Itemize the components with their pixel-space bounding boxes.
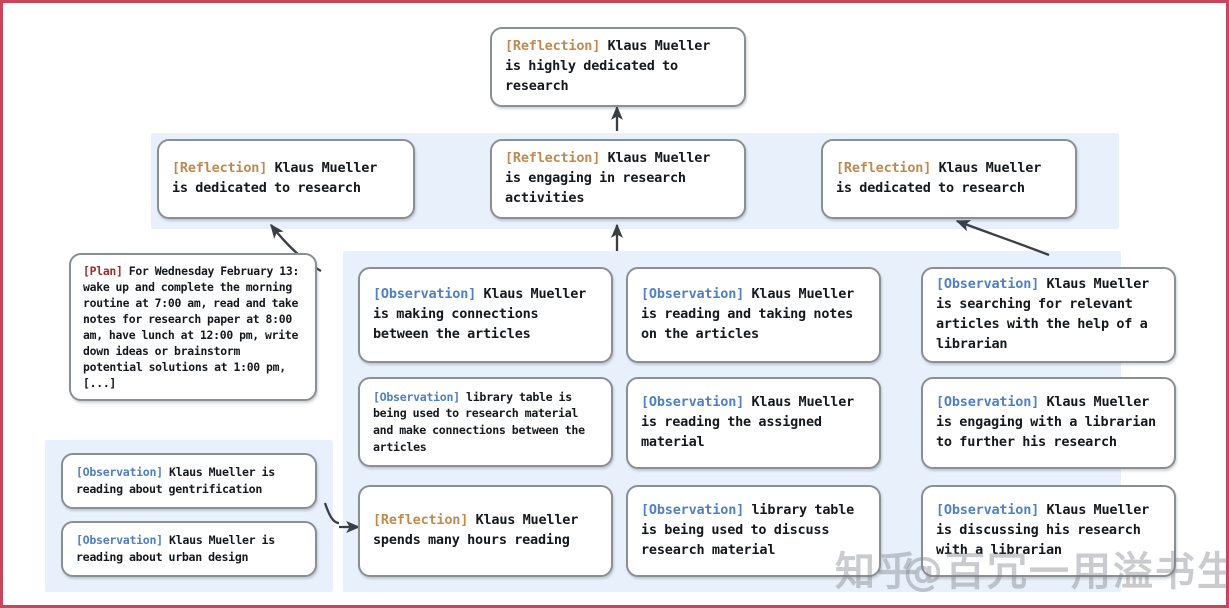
node-plan-text: [Plan] For Wednesday February 13: wake u… (71, 263, 315, 392)
node-mid-center-text: [Reflection] Klaus Mueller is engaging i… (492, 149, 744, 209)
node-col4-searching-articles[interactable]: [Observation] Klaus Mueller is searching… (921, 267, 1176, 363)
node-col2-b-body: library table is being used to research … (373, 389, 585, 454)
node-obs-gentrification-body: Klaus Mueller is reading about gentrific… (76, 465, 275, 496)
tag-reflection: [Reflection] (172, 160, 268, 177)
node-root-body: Klaus Mueller is highly dedicated to res… (505, 38, 711, 94)
node-col4-engaging-librarian[interactable]: [Observation] Klaus Mueller is engaging … (921, 377, 1176, 469)
node-obs-urban-design-text: [Observation] Klaus Mueller is reading a… (63, 532, 315, 565)
node-obs-urban-design[interactable]: [Observation] Klaus Mueller is reading a… (61, 521, 317, 577)
node-col3-b-text: [Observation] Klaus Mueller is reading t… (628, 393, 879, 453)
node-col2-c-text: [Reflection] Klaus Mueller spends many h… (360, 511, 611, 551)
tag-observation: [Observation] (641, 286, 745, 303)
node-mid-left-body: Klaus Mueller is dedicated to research (172, 160, 378, 196)
node-col4-c-text: [Observation] Klaus Mueller is discussin… (923, 501, 1174, 561)
tag-observation: [Observation] (936, 276, 1040, 293)
node-root-text: [Reflection] Klaus Mueller is highly ded… (492, 37, 744, 97)
tag-observation: [Observation] (76, 533, 163, 548)
tag-observation: [Observation] (641, 394, 745, 411)
node-mid-right-text: [Reflection] Klaus Mueller is dedicated … (823, 159, 1075, 199)
node-col4-a-body: Klaus Mueller is searching for relevant … (936, 276, 1150, 352)
tag-reflection: [Reflection] (373, 512, 469, 529)
node-col4-b-text: [Observation] Klaus Mueller is engaging … (923, 393, 1174, 453)
node-mid-left-reflection[interactable]: [Reflection] Klaus Mueller is dedicated … (157, 139, 415, 219)
node-col3-assigned-material[interactable]: [Observation] Klaus Mueller is reading t… (626, 377, 881, 469)
node-col3-b-body: Klaus Mueller is reading the assigned ma… (641, 394, 855, 450)
tag-observation: [Observation] (373, 286, 477, 303)
tag-reflection: [Reflection] (836, 160, 932, 177)
node-col3-a-body: Klaus Mueller is reading and taking note… (641, 286, 855, 342)
node-col4-b-body: Klaus Mueller is engaging with a librari… (936, 394, 1156, 450)
node-col2-spends-many-hours[interactable]: [Reflection] Klaus Mueller spends many h… (358, 485, 613, 577)
node-col4-a-text: [Observation] Klaus Mueller is searching… (923, 275, 1174, 354)
node-mid-center-body: Klaus Mueller is engaging in research ac… (505, 150, 711, 206)
node-mid-right-reflection[interactable]: [Reflection] Klaus Mueller is dedicated … (821, 139, 1077, 219)
node-col3-discuss-research-material[interactable]: [Observation] library table is being use… (626, 485, 881, 577)
tag-reflection: [Reflection] (505, 150, 601, 167)
node-plan[interactable]: [Plan] For Wednesday February 13: wake u… (69, 253, 317, 401)
node-col2-making-connections[interactable]: [Observation] Klaus Mueller is making co… (358, 267, 613, 363)
tag-observation: [Observation] (936, 394, 1040, 411)
node-plan-body: For Wednesday February 13: wake up and c… (83, 263, 300, 391)
node-obs-urban-design-body: Klaus Mueller is reading about urban des… (76, 533, 275, 564)
node-col2-c-body: Klaus Mueller spends many hours reading (373, 512, 579, 548)
tag-observation: [Observation] (373, 389, 460, 404)
node-mid-left-text: [Reflection] Klaus Mueller is dedicated … (159, 159, 413, 199)
node-col2-b-text: [Observation] library table is being use… (360, 389, 611, 455)
node-col2-a-body: Klaus Mueller is making connections betw… (373, 286, 587, 342)
node-root-reflection[interactable]: [Reflection] Klaus Mueller is highly ded… (490, 27, 746, 107)
node-col4-discussing-research[interactable]: [Observation] Klaus Mueller is discussin… (921, 485, 1176, 577)
node-col3-c-text: [Observation] library table is being use… (628, 501, 879, 561)
node-col2-a-text: [Observation] Klaus Mueller is making co… (360, 285, 611, 345)
tag-observation: [Observation] (936, 502, 1040, 519)
node-obs-gentrification-text: [Observation] Klaus Mueller is reading a… (63, 464, 315, 497)
node-col3-a-text: [Observation] Klaus Mueller is reading a… (628, 285, 879, 345)
node-col3-reading-taking-notes[interactable]: [Observation] Klaus Mueller is reading a… (626, 267, 881, 363)
node-col3-c-body: library table is being used to discuss r… (641, 502, 855, 558)
node-obs-gentrification[interactable]: [Observation] Klaus Mueller is reading a… (61, 453, 317, 509)
tag-reflection: [Reflection] (505, 38, 601, 55)
node-col2-library-table-connections[interactable]: [Observation] library table is being use… (358, 377, 613, 467)
tag-observation: [Observation] (641, 502, 745, 519)
node-col4-c-body: Klaus Mueller is discussing his research… (936, 502, 1150, 558)
tag-observation: [Observation] (76, 465, 163, 480)
node-mid-center-reflection[interactable]: [Reflection] Klaus Mueller is engaging i… (490, 139, 746, 219)
tag-plan: [Plan] (83, 263, 123, 278)
node-mid-right-body: Klaus Mueller is dedicated to research (836, 160, 1042, 196)
